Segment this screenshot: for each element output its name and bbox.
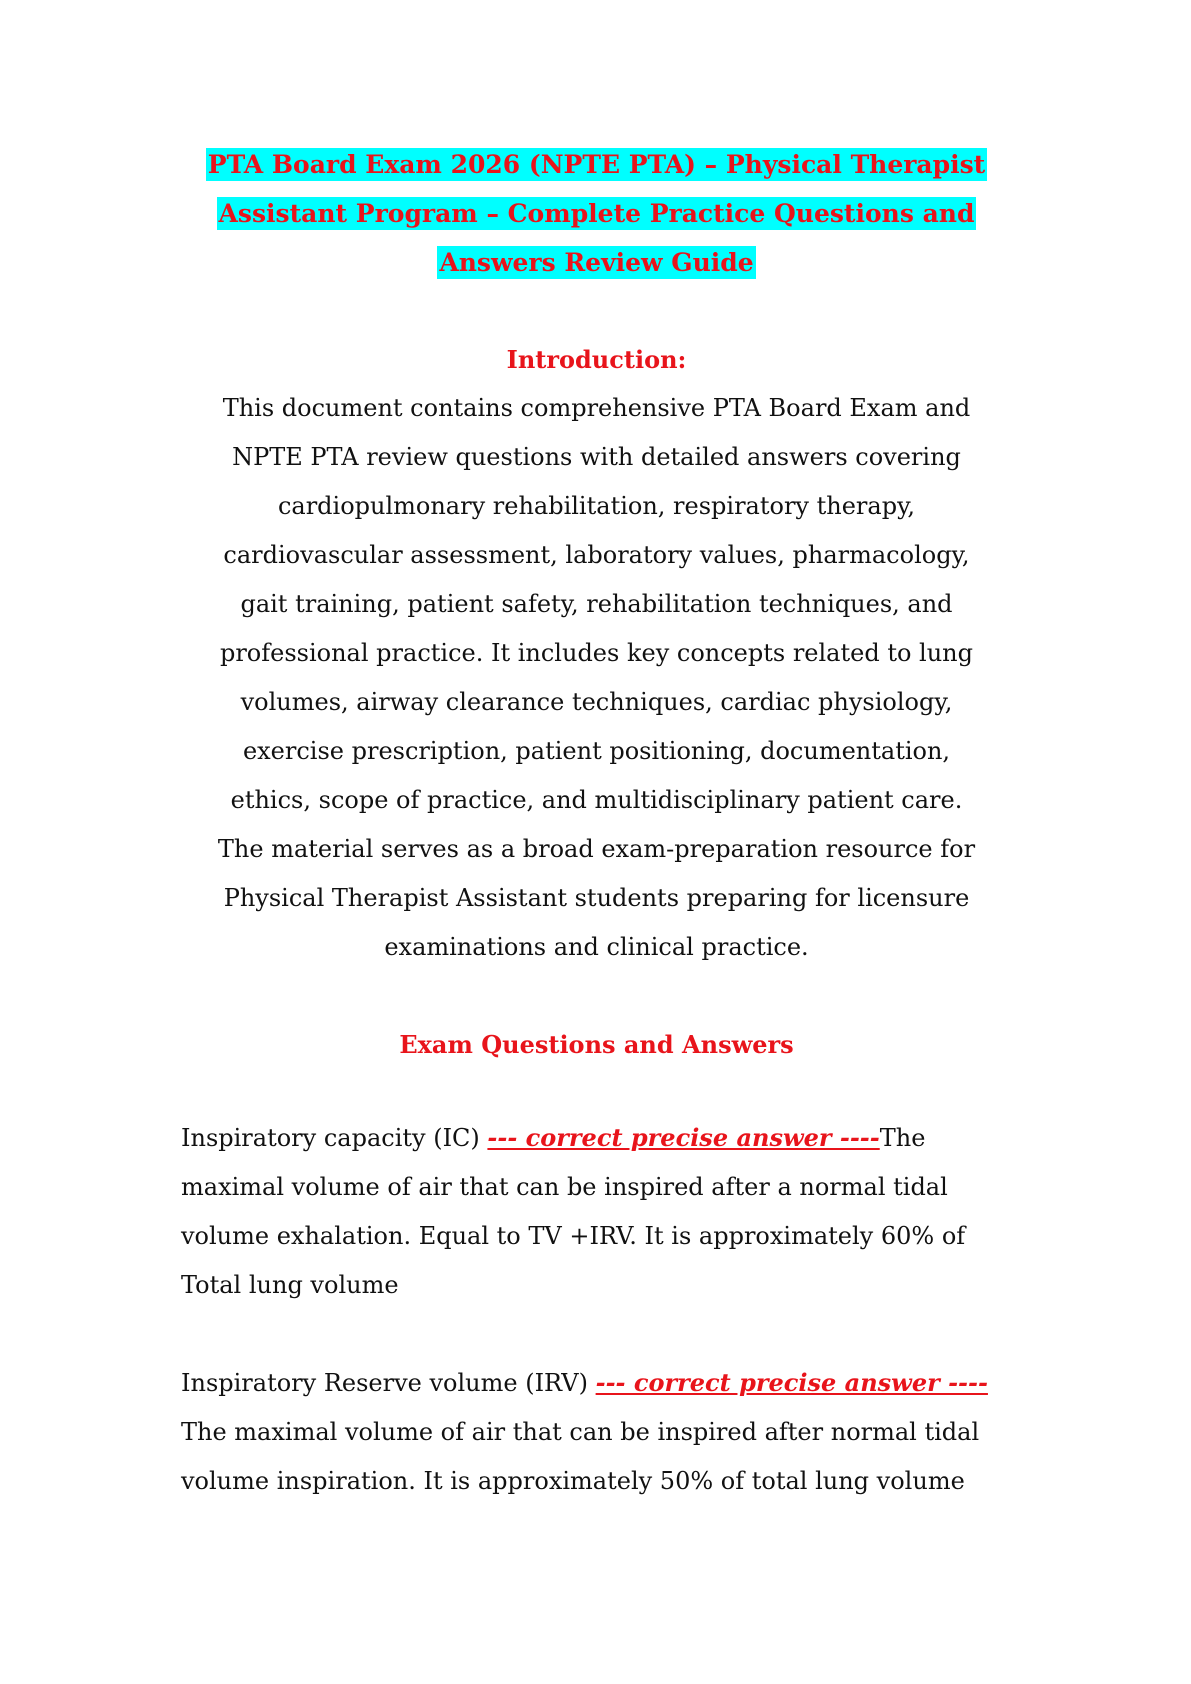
question-term: Inspiratory capacity (IC) (181, 1124, 488, 1152)
intro-line: ethics, scope of practice, and multidisc… (230, 786, 963, 814)
question-item: Inspiratory capacity (IC) --- correct pr… (181, 1113, 1021, 1310)
question-answer: The maximal volume of air that can be in… (181, 1124, 966, 1299)
title-line: PTA Board Exam 2026 (NPTE PTA) – Physica… (150, 140, 1043, 189)
exam-section-heading: Exam Questions and Answers (399, 1030, 794, 1059)
title-line-text: PTA Board Exam 2026 (NPTE PTA) – Physica… (205, 148, 988, 181)
introduction-heading: Introduction: (506, 345, 687, 374)
intro-line: examinations and clinical practice. (384, 933, 809, 961)
intro-line: exercise prescription, patient positioni… (242, 737, 951, 765)
intro-line: cardiovascular assessment, laboratory va… (223, 541, 970, 569)
intro-line: volumes, airway clearance techniques, ca… (240, 688, 953, 716)
introduction-section: Introduction: This document contains com… (170, 335, 1023, 972)
intro-line: Physical Therapist Assistant students pr… (223, 884, 970, 912)
intro-line: cardiopulmonary rehabilitation, respirat… (277, 492, 916, 520)
question-item: Inspiratory Reserve volume (IRV) --- cor… (181, 1358, 1021, 1506)
intro-line: gait training, patient safety, rehabilit… (240, 590, 953, 618)
question-answer: The maximal volume of air that can be in… (181, 1418, 980, 1495)
title-line-text: Answers Review Guide (437, 246, 756, 279)
title-line: Answers Review Guide (150, 238, 1043, 287)
intro-line: NPTE PTA review questions with detailed … (232, 443, 961, 471)
document-title: PTA Board Exam 2026 (NPTE PTA) – Physica… (150, 140, 1043, 287)
question-term: Inspiratory Reserve volume (IRV) (181, 1369, 596, 1397)
title-line-text: Assistant Program – Complete Practice Qu… (216, 197, 977, 230)
answer-marker-link[interactable]: --- correct precise answer ---- (487, 1123, 880, 1152)
intro-line: This document contains comprehensive PTA… (222, 394, 971, 422)
intro-line: professional practice. It includes key c… (219, 639, 974, 667)
title-line: Assistant Program – Complete Practice Qu… (150, 189, 1043, 238)
answer-marker-link[interactable]: --- correct precise answer ---- (595, 1368, 988, 1397)
intro-line: The material serves as a broad exam-prep… (217, 835, 976, 863)
